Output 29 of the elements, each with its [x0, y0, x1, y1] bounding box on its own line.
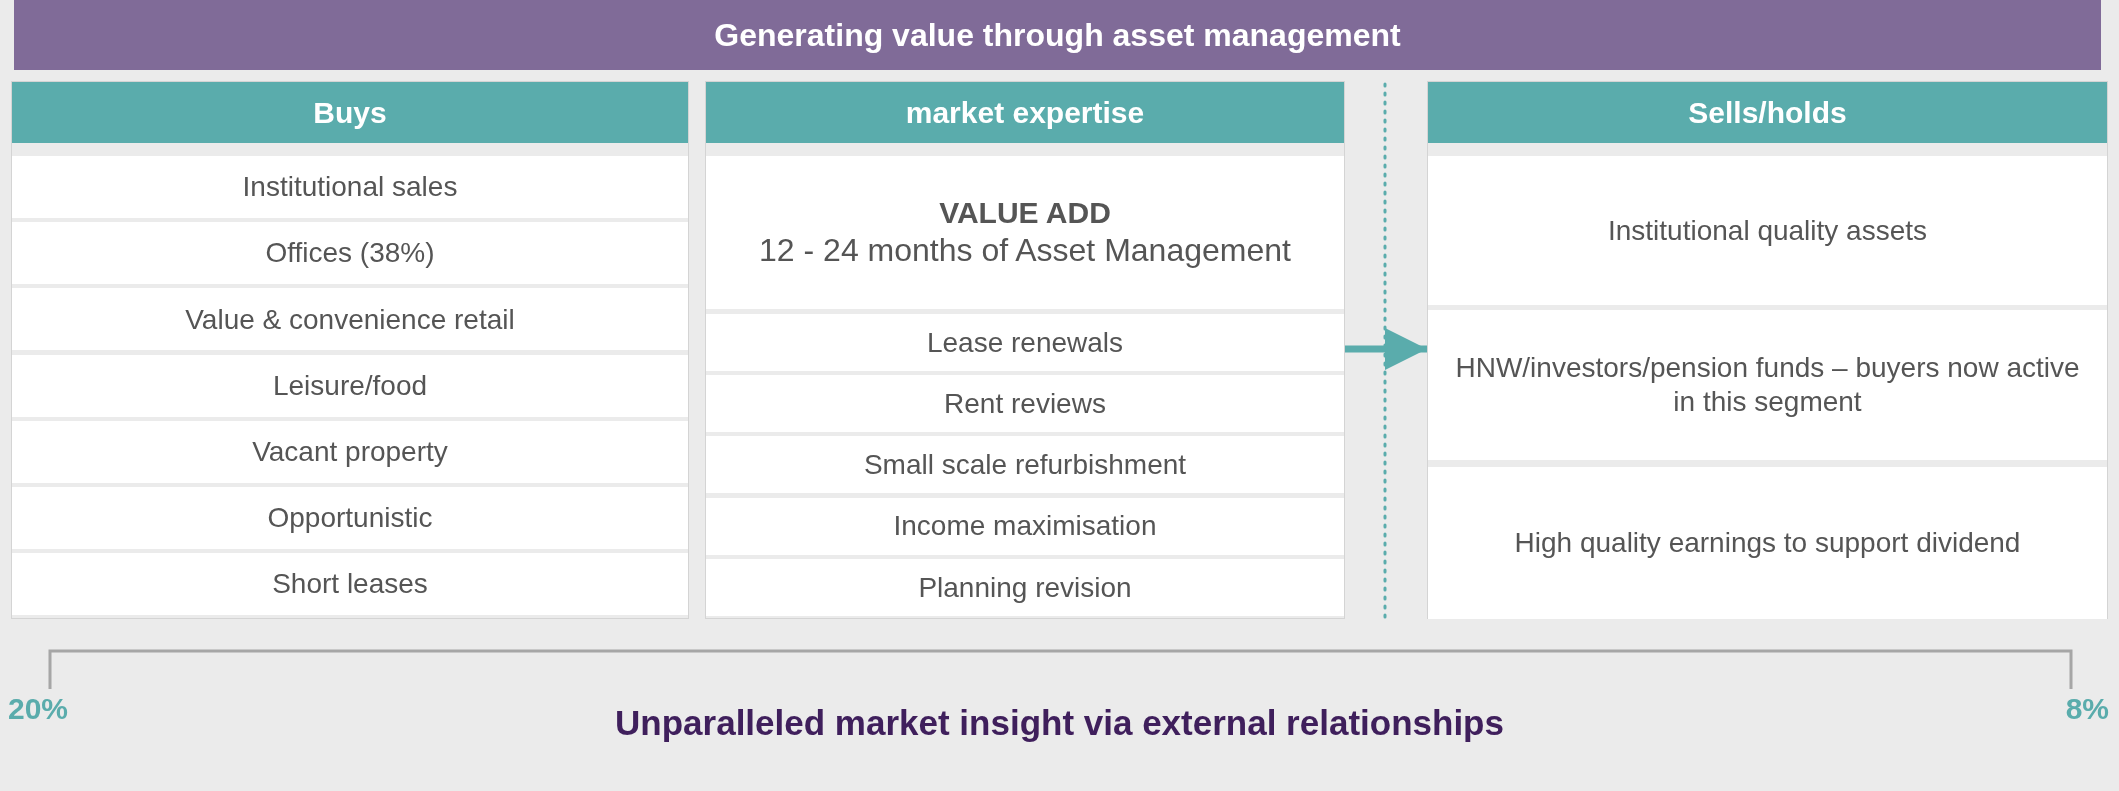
- table-column: [705, 81, 1345, 619]
- percentage-label: 8%: [2065, 692, 2109, 726]
- column-header: Sells/holds: [1428, 82, 2107, 143]
- table-cell: Institutional quality assets: [1428, 156, 2107, 305]
- table-cell: High quality earnings to support dividend: [1428, 467, 2107, 619]
- table-cell: Planning revision: [706, 558, 1344, 616]
- table-cell: Institutional sales: [12, 156, 688, 218]
- column-header: Buys: [12, 82, 688, 143]
- table-cell: Offices (38%): [12, 222, 688, 285]
- cell-heading: VALUE ADD: [939, 195, 1111, 232]
- table-cell: [706, 156, 1344, 309]
- table-cell: Lease renewals: [706, 314, 1344, 371]
- arrow: [1345, 328, 1427, 370]
- table-cell: Leisure/food: [12, 354, 688, 417]
- title-banner: Generating value through asset management: [14, 0, 2101, 70]
- table-cell: Opportunistic: [12, 487, 688, 549]
- table-cell: Income maximisation: [706, 497, 1344, 555]
- table-cell: HNW/investors/pension funds – buyers now active in this segment: [1428, 310, 2107, 460]
- table-cell: Vacant property: [12, 420, 688, 483]
- table-column: [1427, 81, 2108, 619]
- table-column: [11, 81, 689, 619]
- table-cell: Small scale refurbishment: [706, 436, 1344, 494]
- cell-text: 12 - 24 months of Asset Management: [759, 231, 1291, 270]
- percentage-label: 20%: [8, 692, 69, 726]
- table-cell: Rent reviews: [706, 375, 1344, 433]
- table-cell: Value & convenience retail: [12, 288, 688, 351]
- column-header: market expertise: [706, 82, 1344, 143]
- table-cell: Short leases: [12, 553, 688, 616]
- insight-text: Unparalleled market insight via external relationships: [615, 703, 1504, 743]
